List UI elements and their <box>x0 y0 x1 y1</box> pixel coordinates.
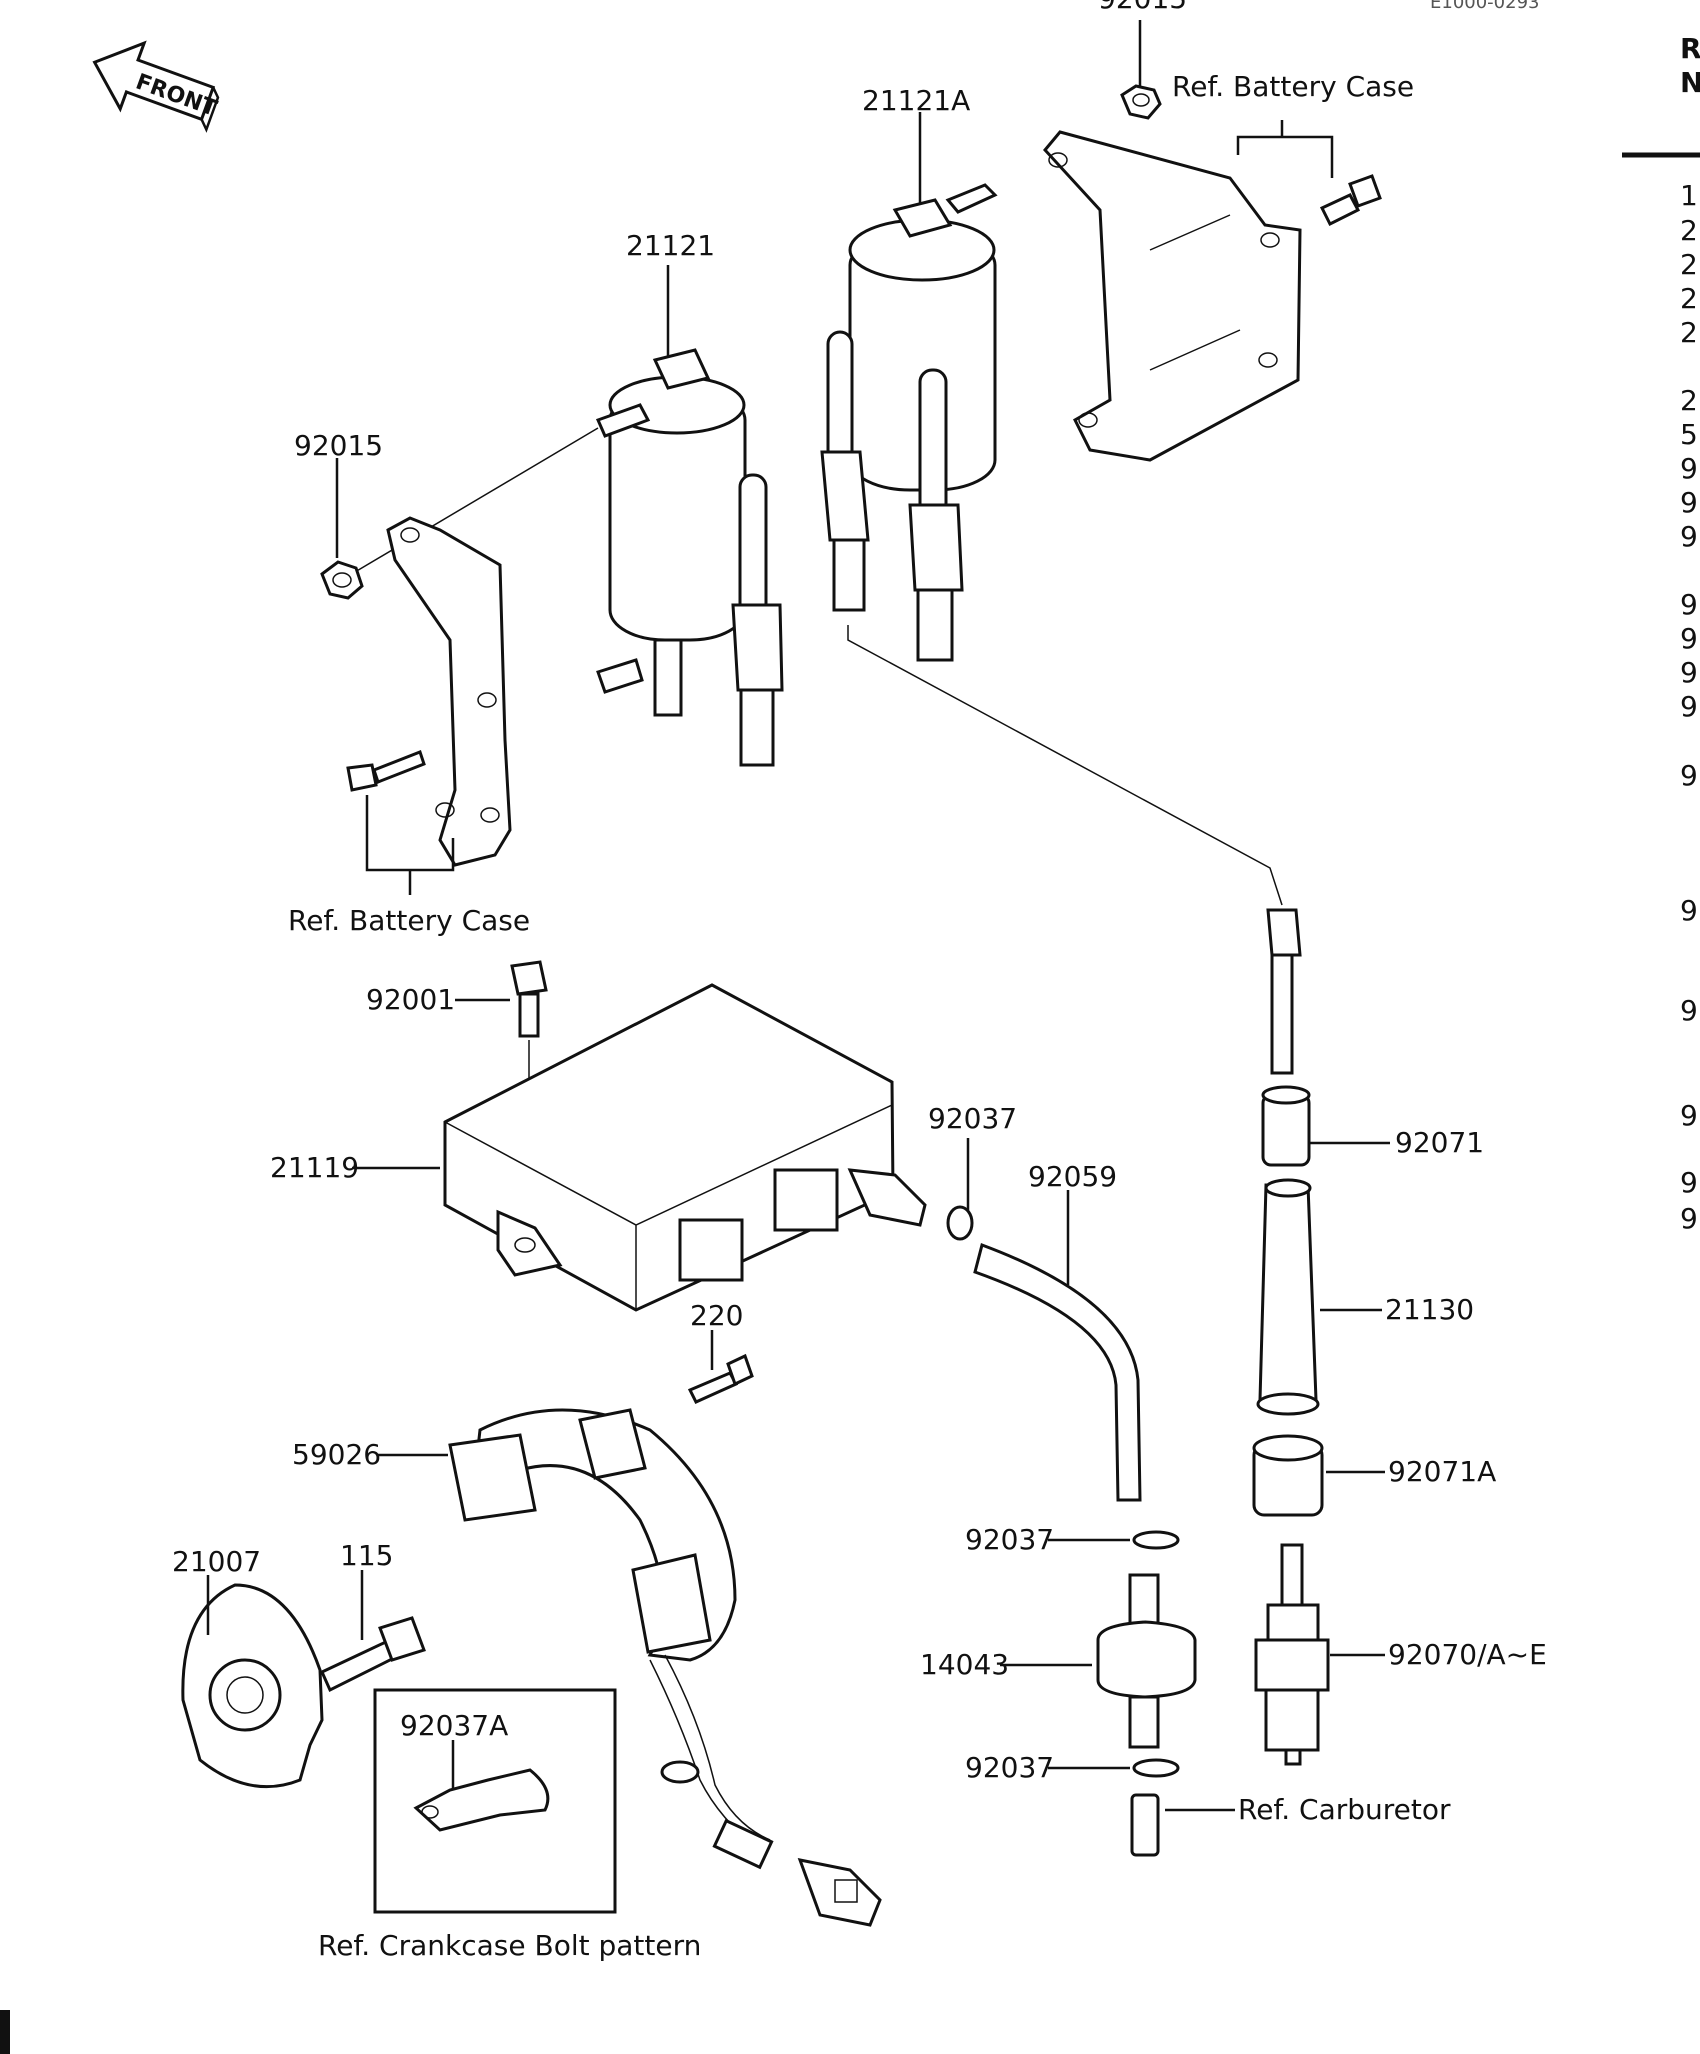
edge-header-r: R <box>1680 32 1700 65</box>
ignition-coil-21121 <box>595 348 784 767</box>
label-21121: 21121 <box>626 229 715 262</box>
label-92037-b: 92037 <box>965 1523 1054 1556</box>
edge-char: 5 <box>1680 418 1698 451</box>
label-92071A: 92071A <box>1388 1455 1496 1488</box>
label-21121A: 21121A <box>862 84 970 117</box>
ref-crankcase-bolt-pattern: Ref. Crankcase Bolt pattern <box>318 1929 701 1962</box>
label-14043: 14043 <box>920 1648 1009 1681</box>
edge-header-n: N <box>1680 66 1700 99</box>
label-59026: 59026 <box>292 1438 381 1471</box>
front-arrow-icon: FRONT <box>92 40 220 133</box>
label-92001: 92001 <box>366 983 455 1016</box>
bolt-92001 <box>510 960 548 1038</box>
edge-char: 2 <box>1680 384 1698 417</box>
label-92059: 92059 <box>1028 1160 1117 1193</box>
label-92037-c: 92037 <box>965 1751 1054 1784</box>
edge-char: 9 <box>1680 622 1698 655</box>
edge-char: 2 <box>1680 282 1698 315</box>
ref-battery-case-left: Ref. Battery Case <box>288 904 530 937</box>
edge-char: 9 <box>1680 690 1698 723</box>
right-edge-table: R N 1 2 2 2 2 2 5 9 9 9 9 9 9 9 9 9 9 9 … <box>1622 32 1700 1235</box>
label-220: 220 <box>690 1299 743 1332</box>
timing-rotor-21007 <box>181 1583 324 1789</box>
bracket-left <box>386 516 512 867</box>
bolt-115 <box>320 1616 426 1693</box>
cap-92071A <box>1252 1434 1324 1517</box>
edge-char: 9 <box>1680 452 1698 485</box>
screw-220 <box>687 1353 754 1404</box>
corner-code: E1000-0293 <box>1430 0 1540 13</box>
label-92037-a: 92037 <box>928 1102 1017 1135</box>
edge-char: 9 <box>1680 486 1698 519</box>
igniter-box-21119 <box>443 983 927 1312</box>
edge-char: 9 <box>1680 520 1698 553</box>
plug-cap-21130 <box>1256 1178 1320 1416</box>
ref-battery-case-top: Ref. Battery Case <box>1172 70 1414 103</box>
label-21007: 21007 <box>172 1545 261 1578</box>
label-92070: 92070/A~E <box>1388 1638 1547 1671</box>
label-21130: 21130 <box>1385 1293 1474 1326</box>
connector-plug <box>712 1818 882 1927</box>
ignition-coil-21121A <box>820 183 998 662</box>
hose-92059 <box>973 1243 1142 1502</box>
nut-92015-top <box>1120 20 1162 120</box>
edge-char: 9 <box>1680 894 1698 927</box>
carburetor-fitting <box>1130 1793 1160 1857</box>
clip-92037-bottom <box>1132 1758 1180 1778</box>
edge-char: 9 <box>1680 588 1698 621</box>
edge-char: 2 <box>1680 214 1698 247</box>
edge-char: 9 <box>1680 1166 1698 1199</box>
bolt-left-bracket <box>346 750 426 792</box>
edge-char: 2 <box>1680 248 1698 281</box>
bolt-top-right <box>1319 174 1382 227</box>
corner-mark <box>0 2010 10 2054</box>
edge-char: 9 <box>1680 1099 1698 1132</box>
inset-box-92037A <box>373 1688 617 1914</box>
clip-92037-top <box>946 1205 974 1241</box>
clip-92037-mid <box>1132 1530 1180 1550</box>
edge-char: 2 <box>1680 316 1698 349</box>
label-21119: 21119 <box>270 1151 359 1184</box>
label-92015-left: 92015 <box>294 429 383 462</box>
spark-plug-92070 <box>1254 1543 1330 1766</box>
edge-char: 9 <box>1680 759 1698 792</box>
label-92037A: 92037A <box>400 1709 508 1742</box>
edge-char: 1 <box>1680 179 1698 212</box>
edge-char: 9 <box>1680 656 1698 689</box>
label-92071: 92071 <box>1395 1126 1484 1159</box>
top-part-number: 92015 <box>1098 0 1187 15</box>
lead-end <box>1266 908 1302 1075</box>
seal-92071 <box>1261 1085 1311 1167</box>
edge-char: 9 <box>1680 994 1698 1027</box>
label-115: 115 <box>340 1539 393 1572</box>
fuel-filter-14043 <box>1096 1573 1197 1749</box>
nut-92015-left <box>320 560 364 600</box>
bracket-right <box>1043 130 1302 462</box>
ref-carburetor: Ref. Carburetor <box>1238 1793 1451 1826</box>
pickup-assembly-59026 <box>448 1408 771 1851</box>
edge-char: 9 <box>1680 1202 1698 1235</box>
